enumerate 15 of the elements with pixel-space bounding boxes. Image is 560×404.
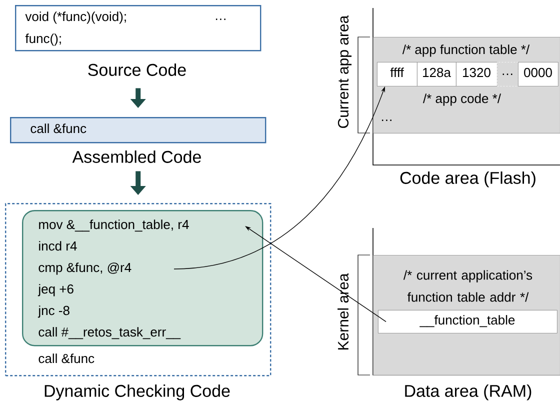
bracket-label: Current app area [338,15,352,128]
area-caption: Code area (Flash) [400,171,536,188]
node-label: Assembled Code [72,150,201,163]
table-cell: … [497,62,518,86]
table-cell: 128a [417,62,456,86]
bracket-label: Kernel area [338,273,349,350]
table-cell: 0000 [518,62,558,86]
table-cell: 1320 [456,62,498,86]
code-box: call &func [10,117,266,144]
node-label: Source Code [88,63,186,76]
node-label: Dynamic Checking Code [44,384,230,400]
table-cell: __function_table [378,310,558,334]
table-cell: ffff [377,62,418,86]
area-caption: Data area (RAM) [405,384,532,400]
code-box: void (*func)(void); … func(); [15,5,262,52]
